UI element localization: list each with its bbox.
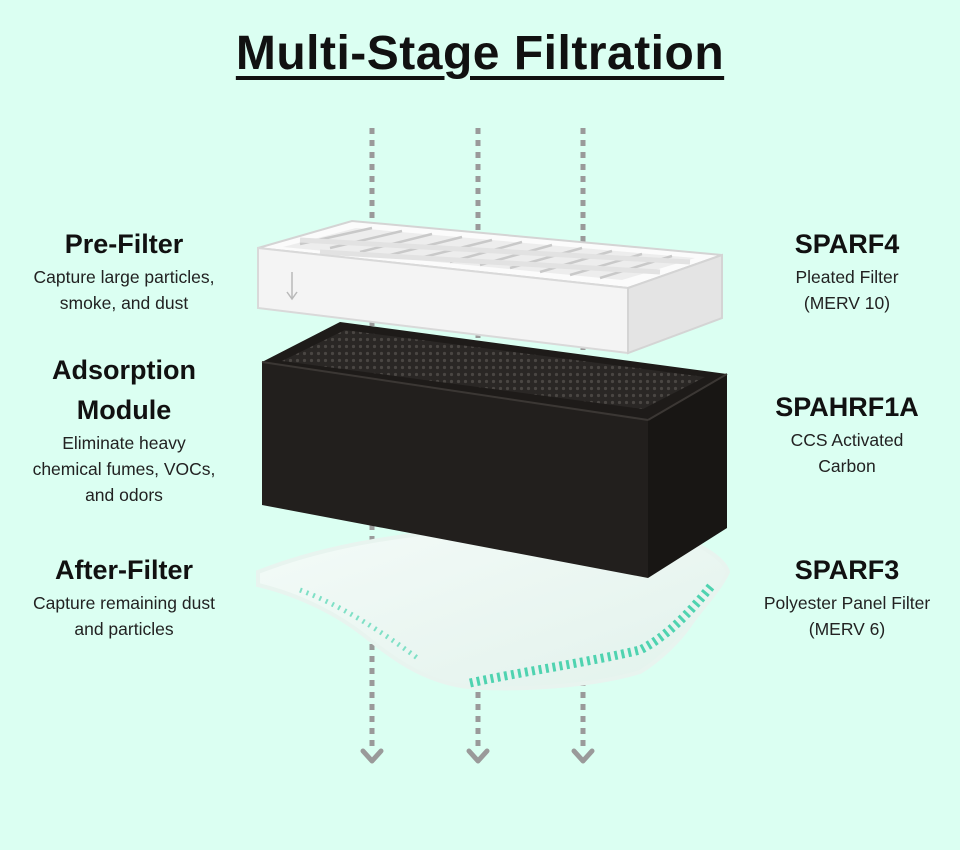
sparf3-rating: (MERV 6): [808, 619, 886, 639]
sparf4-label: SPARF4 Pleated Filter (MERV 10): [742, 224, 952, 316]
pre-filter-label: Pre-Filter Capture large particles, smok…: [10, 224, 238, 316]
adsorption-module-title-line2: Module: [76, 395, 172, 425]
adsorption-module-description: Eliminate heavy chemical fumes, VOCs, an…: [32, 433, 216, 505]
spahrf1a-label: SPAHRF1A CCS Activated Carbon: [742, 387, 952, 479]
adsorption-module-title-line1: Adsorption: [52, 355, 196, 385]
pre-filter-pleated: [257, 219, 723, 355]
sparf3-part-number: SPARF3: [794, 555, 900, 585]
spahrf1a-type-line1: CCS Activated: [790, 430, 904, 450]
adsorption-module-label: Adsorption Module Eliminate heavy chemic…: [10, 350, 238, 508]
pre-filter-description: Capture large particles, smoke, and dust: [33, 267, 215, 313]
sparf3-type: Polyester Panel Filter: [763, 593, 931, 613]
arrowhead-right-icon: [571, 748, 595, 764]
airflow-direction-icon: [286, 272, 298, 301]
after-filter-description: Capture remaining dust and particles: [33, 593, 215, 639]
after-filter-title: After-Filter: [54, 555, 193, 585]
spahrf1a-part-number: SPAHRF1A: [775, 392, 919, 422]
sparf3-label: SPARF3 Polyester Panel Filter (MERV 6): [742, 550, 952, 642]
adsorption-module-box: [261, 322, 728, 578]
arrowhead-center-icon: [466, 748, 490, 764]
arrowhead-left-icon: [360, 748, 384, 764]
sparf4-part-number: SPARF4: [794, 229, 900, 259]
spahrf1a-type-line2: Carbon: [818, 456, 876, 476]
page-title: Multi-Stage Filtration: [235, 27, 725, 80]
sparf4-rating: (MERV 10): [803, 293, 891, 313]
pre-filter-title: Pre-Filter: [64, 229, 184, 259]
sparf4-type: Pleated Filter: [795, 267, 899, 287]
after-filter-label: After-Filter Capture remaining dust and …: [10, 550, 238, 642]
